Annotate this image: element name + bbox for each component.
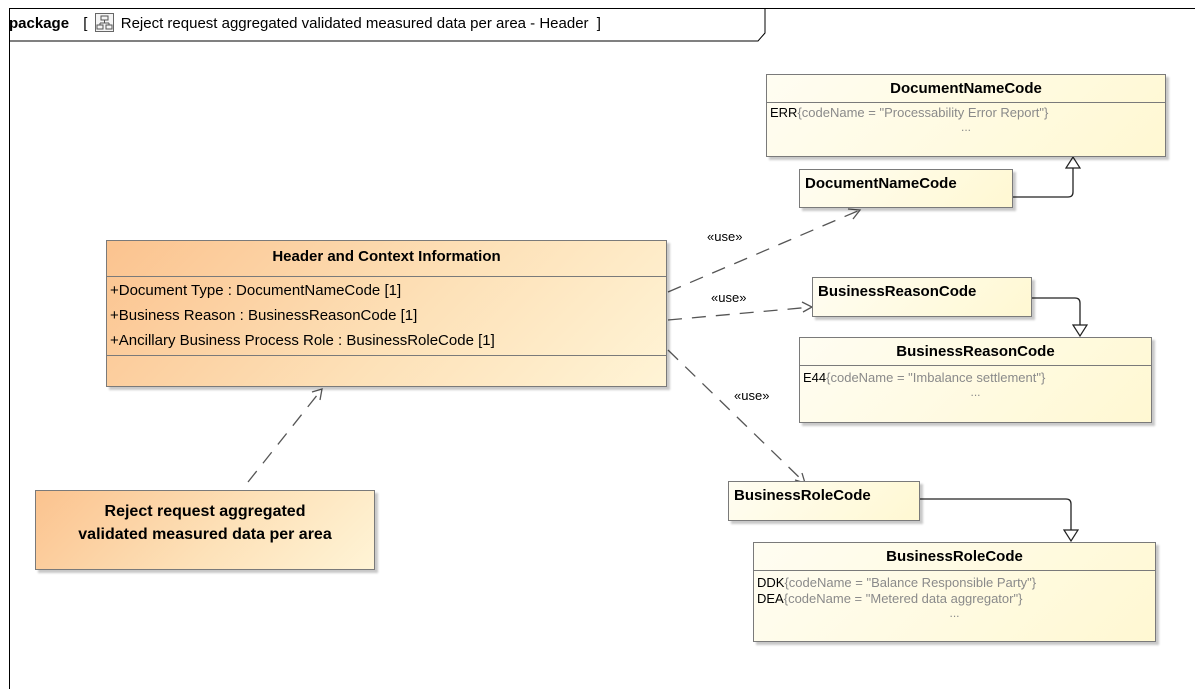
enum-business-reason-code[interactable]: BusinessReasonCode E44{codeName = "Imbal… (799, 337, 1152, 423)
realization-line-business-reason (1032, 297, 1081, 325)
realization-line-business-role (920, 498, 1072, 530)
use-label-business-reason: «use» (711, 290, 747, 305)
realization-triangle-business-role (1062, 529, 1080, 543)
use-line-business-role (667, 349, 806, 484)
literals-ellipsis: ... (960, 120, 971, 134)
realization-line-document-name (1013, 168, 1074, 198)
literals-section: ERR{codeName = "Processability Error Rep… (767, 102, 1165, 134)
realization-triangle-business-reason (1071, 324, 1089, 338)
document-title-line-2: validated measured data per area (78, 526, 332, 543)
ref-title: BusinessRoleCode (734, 487, 871, 504)
operations-section (107, 355, 666, 374)
package-title: package [ Reject request aggregated vali… (9, 13, 601, 32)
use-line-document-name (667, 209, 861, 293)
use-label-document-name: «use» (707, 229, 743, 244)
attribute-ancillary-role: +Ancillary Business Process Role : Busin… (110, 332, 495, 349)
literal-code: ERR (770, 105, 798, 120)
literal-code: E44 (803, 370, 827, 385)
ref-document-name-code[interactable]: DocumentNameCode (799, 169, 1013, 208)
literals-ellipsis: ... (970, 385, 981, 399)
enum-literal: E44{codeName = "Imbalance settlement"} (800, 370, 1151, 386)
use-arrowhead-business-reason (801, 301, 814, 313)
class-reject-request-document[interactable]: Reject request aggregated validated meas… (35, 490, 375, 570)
enum-title: DocumentNameCode (890, 80, 1042, 97)
dependency-line-document (247, 388, 323, 483)
literals-ellipsis: ... (949, 606, 960, 620)
package-keyword: package (9, 15, 70, 32)
literal-tag: {codeName = "Balance Responsible Party"} (784, 575, 1037, 590)
literal-code: DDK (757, 575, 785, 590)
package-tab-outline (9, 8, 766, 42)
literal-code: DEA (757, 591, 784, 606)
attribute-document-type: +Document Type : DocumentNameCode [1] (110, 282, 402, 299)
literal-tag: {codeName = "Metered data aggregator"} (783, 591, 1023, 606)
package-close-bracket: ] (596, 15, 601, 32)
document-title-line-1: Reject request aggregated (104, 503, 306, 520)
literal-tag: {codeName = "Imbalance settlement"} (826, 370, 1046, 385)
literal-tag: {codeName = "Processability Error Report… (797, 105, 1049, 120)
attributes-section: +Document Type : DocumentNameCode [1] +B… (107, 276, 666, 355)
use-arrowhead-document-name (847, 208, 862, 220)
realization-triangle-document-name (1064, 155, 1082, 169)
ref-title: BusinessReasonCode (818, 283, 977, 300)
package-open-bracket: [ (83, 15, 88, 32)
ref-business-reason-code[interactable]: BusinessReasonCode (812, 277, 1032, 317)
enum-literal: DEA{codeName = "Metered data aggregator"… (754, 591, 1155, 607)
dependency-arrowhead-document (311, 388, 323, 401)
use-label-business-role: «use» (734, 388, 770, 403)
literals-section: E44{codeName = "Imbalance settlement"} .… (800, 365, 1151, 399)
enum-title: BusinessReasonCode (896, 343, 1055, 360)
class-title: Header and Context Information (272, 248, 501, 265)
class-header-context-information[interactable]: Header and Context Information +Document… (106, 240, 667, 387)
diagram-icon (94, 13, 114, 32)
literals-section: DDK{codeName = "Balance Responsible Part… (754, 570, 1155, 620)
ref-business-role-code[interactable]: BusinessRoleCode (728, 481, 920, 521)
package-name: Reject request aggregated validated meas… (120, 15, 589, 32)
enum-literal: DDK{codeName = "Balance Responsible Part… (754, 575, 1155, 591)
enum-title: BusinessRoleCode (886, 548, 1023, 565)
attribute-business-reason: +Business Reason : BusinessReasonCode [1… (110, 307, 418, 324)
ref-title: DocumentNameCode (805, 175, 957, 192)
package-frame (9, 8, 1195, 689)
use-line-business-reason (667, 306, 813, 321)
enum-literal: ERR{codeName = "Processability Error Rep… (767, 105, 1165, 121)
enum-business-role-code[interactable]: BusinessRoleCode DDK{codeName = "Balance… (753, 542, 1156, 642)
enum-document-name-code[interactable]: DocumentNameCode ERR{codeName = "Process… (766, 74, 1166, 157)
